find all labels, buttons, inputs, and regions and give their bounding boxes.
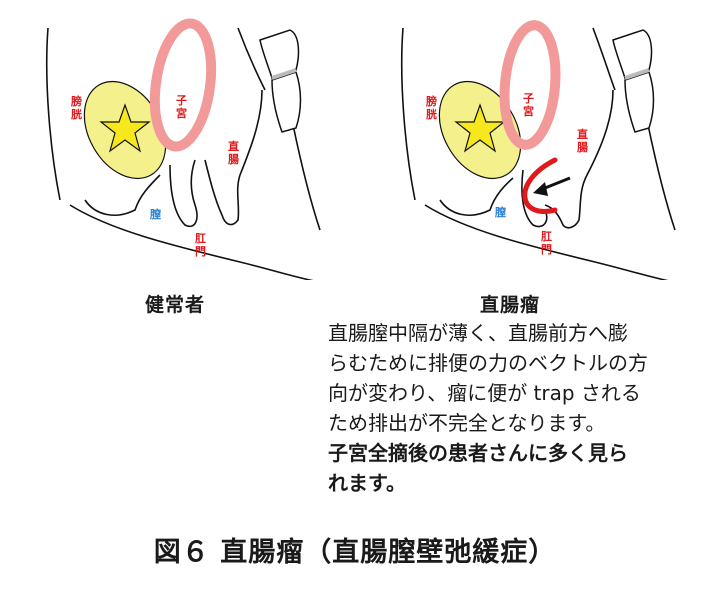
rectum-line: [204, 89, 263, 226]
vagina-line: [169, 159, 198, 227]
uterus-shape: [149, 18, 217, 152]
label-anus-2: 門: [541, 243, 552, 256]
bladder-base-line: [84, 174, 161, 216]
normal-anatomy-diagram: 膀 胱 子 宮 直 腸 膣 肛 門: [0, 0, 355, 280]
label-rectum-1: 直: [228, 139, 239, 153]
label-anus-2: 門: [195, 245, 206, 258]
label-bladder-2: 胱: [426, 107, 437, 121]
vagina-line: [521, 169, 548, 228]
label-bladder-1: 膀: [425, 94, 437, 108]
arrow-head-icon: [533, 182, 548, 196]
label-rectum-2: 腸: [228, 153, 239, 166]
rectocele-bulge: [522, 157, 558, 214]
perineum-line: [69, 204, 314, 280]
description-line: 向が変わり、瘤に便が trap される: [328, 381, 641, 405]
abdominal-wall-line: [45, 27, 61, 201]
label-uterus-2: 宮: [176, 106, 187, 120]
rectocele-anatomy-svg: 膀 胱 子 宮 直 腸 膣 肛 門: [400, 20, 676, 280]
sacrum-back-line: [237, 27, 266, 91]
label-bladder-2: 胱: [71, 107, 82, 121]
label-uterus-1: 子: [523, 92, 534, 105]
caption-normal: 健常者: [145, 294, 206, 316]
caption-rectocele: 直腸瘤: [480, 294, 541, 316]
star-icon: [99, 103, 151, 153]
description-line: らむために排便の力のベクトルの方: [328, 351, 648, 375]
sacrum-back-line: [592, 27, 616, 91]
label-vagina: 膣: [495, 205, 506, 219]
bladder-base-line: [439, 177, 514, 216]
label-uterus-1: 子: [176, 94, 187, 107]
figure-title: 図６ 直腸瘤（直腸膣壁弛緩症）: [153, 537, 557, 568]
rectum-line: [544, 89, 614, 229]
uterus-shape: [499, 20, 561, 150]
label-anus-1: 肛: [195, 232, 206, 245]
label-rectum-2: 腸: [577, 141, 588, 154]
label-vagina: 膣: [150, 207, 161, 221]
label-bladder-1: 膀: [70, 94, 82, 108]
perineum-line: [424, 204, 669, 280]
label-anus-1: 肛: [541, 230, 552, 243]
sacrum-joint: [624, 68, 650, 80]
label-rectum-1: 直: [577, 127, 588, 141]
rectocele-anatomy-diagram: 膀 胱 子 宮 直 腸 膣 肛 門: [355, 0, 710, 280]
sacrum-joint: [271, 68, 297, 80]
description-bold-line: れます。: [328, 471, 406, 495]
description-line: 直腸膣中隔が薄く、直腸前方へ膨: [328, 321, 628, 345]
abdominal-wall-line: [400, 27, 416, 201]
sacrum-lower: [271, 71, 302, 133]
description-bold-line: 子宮全摘後の患者さんに多く見ら: [328, 441, 628, 465]
star-icon: [454, 103, 506, 153]
normal-anatomy-svg: 膀 胱 子 宮 直 腸 膣 肛 門: [45, 18, 321, 280]
description-text: 直腸膣中隔が薄く、直腸前方へ膨 らむために排便の力のベクトルの方 向が変わり、瘤…: [328, 318, 708, 498]
label-uterus-2: 宮: [523, 104, 534, 118]
sacrum-lower: [624, 71, 655, 133]
description-line: ため排出が不完全となります。: [328, 411, 606, 435]
